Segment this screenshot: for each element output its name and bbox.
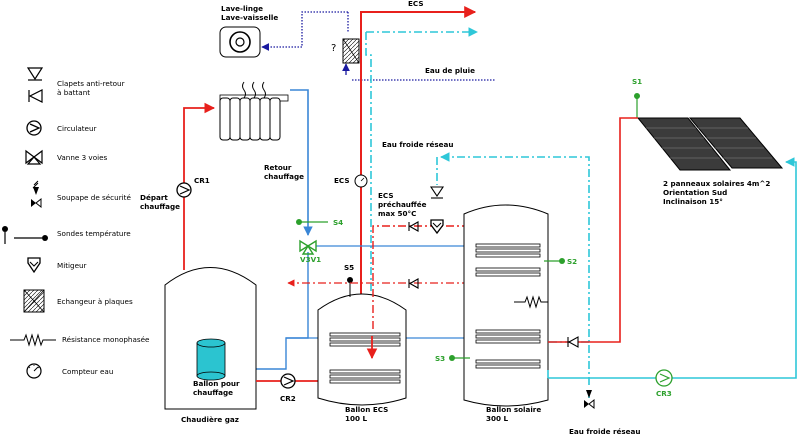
s3-probe-icon — [449, 355, 470, 361]
text-line: chauffage — [264, 172, 304, 181]
text-line: à battant — [57, 88, 90, 97]
cold-water-network-bottom-label: Eau froide réseau — [569, 427, 641, 436]
text-line: 300 L — [486, 414, 509, 423]
rain-water-line — [261, 11, 495, 81]
s4-probe-icon — [296, 219, 328, 225]
temperature-probe-icon — [2, 226, 48, 244]
text-line: Inclinaison 15° — [663, 197, 723, 206]
ecs-water-meter-icon — [354, 174, 368, 188]
s1-probe-icon — [634, 93, 640, 118]
text-line: Retour — [264, 163, 292, 172]
solar-tank — [463, 204, 549, 407]
text-line: chauffage — [193, 388, 233, 397]
s2-probe-icon — [544, 258, 565, 264]
safety-valve-icon — [584, 390, 595, 410]
cold-water-lines — [365, 27, 590, 400]
radiator — [219, 81, 289, 141]
text-line: Ballon ECS — [345, 405, 388, 414]
text-line: Orientation Sud — [663, 188, 727, 197]
ecs-hot-line — [360, 6, 477, 370]
circulator-icon — [26, 120, 42, 136]
mixer-icon — [429, 186, 445, 235]
ecs-top-label: ECS — [408, 0, 424, 8]
mixer-icon — [27, 257, 41, 274]
resistance-icon — [10, 333, 56, 347]
s1-tag: S1 — [632, 77, 642, 86]
v3v1-valve-icon — [299, 239, 317, 255]
s4-tag: S4 — [333, 218, 343, 227]
legend-mixer: Mitigeur — [57, 261, 87, 270]
cr2-circulator-icon — [280, 373, 296, 389]
text-line: Ballon solaire — [486, 405, 541, 414]
legend-temp-probes: Sondes température — [57, 229, 131, 238]
question-mark: ? — [331, 43, 336, 54]
text-line: Lave-linge — [221, 4, 263, 13]
text-line: ECS — [378, 191, 394, 200]
text-line: Départ — [140, 193, 168, 202]
legend-water-meter: Compteur eau — [62, 367, 113, 376]
ecs-tank — [317, 277, 407, 406]
legend-safety-valve: Soupape de sécurité — [57, 193, 131, 202]
cr2-tag: CR2 — [280, 394, 296, 403]
check-valve-icon — [408, 221, 419, 289]
safety-valve-icon — [31, 180, 42, 209]
text-line: Lave-vaisselle — [221, 13, 278, 22]
text-line: 100 L — [345, 414, 368, 423]
check-valve-icon — [26, 67, 44, 103]
cr1-tag: CR1 — [194, 176, 210, 185]
cr3-tag: CR3 — [656, 389, 672, 398]
text-line: Ballon pour — [193, 379, 240, 388]
gas-boiler-label: Chaudière gaz — [181, 415, 239, 424]
check-valve-icon — [567, 336, 579, 348]
legend-three-way-valve: Vanne 3 voies — [57, 153, 108, 162]
legend-resistance: Résistance monophasée — [62, 335, 150, 344]
text-line: max 50°C — [378, 209, 416, 218]
top-plate-exchanger — [342, 38, 360, 64]
plate-exchanger-icon — [23, 289, 45, 313]
water-meter-icon — [26, 363, 42, 379]
s3-tag: S3 — [435, 354, 445, 363]
heating-lines — [183, 89, 471, 372]
cold-water-network-label: Eau froide réseau — [382, 140, 454, 149]
legend-plate-exchanger: Echangeur à plaques — [57, 297, 133, 306]
washer — [219, 26, 261, 58]
legend-circulator: Circulateur — [57, 124, 97, 133]
rain-water-label: Eau de pluie — [425, 66, 475, 75]
gas-boiler — [164, 267, 257, 410]
text-line: 2 panneaux solaires 4m^2 — [663, 179, 770, 188]
text-line: préchauffée — [378, 200, 427, 209]
text-line: Clapets anti-retour — [57, 79, 125, 88]
text-line: chauffage — [140, 202, 180, 211]
cr3-circulator-icon — [655, 369, 673, 387]
cr1-circulator-icon — [176, 182, 192, 198]
ecs-meter-label: ECS — [334, 176, 350, 185]
solar-panels — [636, 117, 784, 171]
s5-tag: S5 — [344, 263, 354, 272]
s2-tag: S2 — [567, 257, 577, 266]
v3v1-tag: V3V1 — [300, 255, 321, 264]
three-way-valve-icon — [25, 149, 43, 165]
